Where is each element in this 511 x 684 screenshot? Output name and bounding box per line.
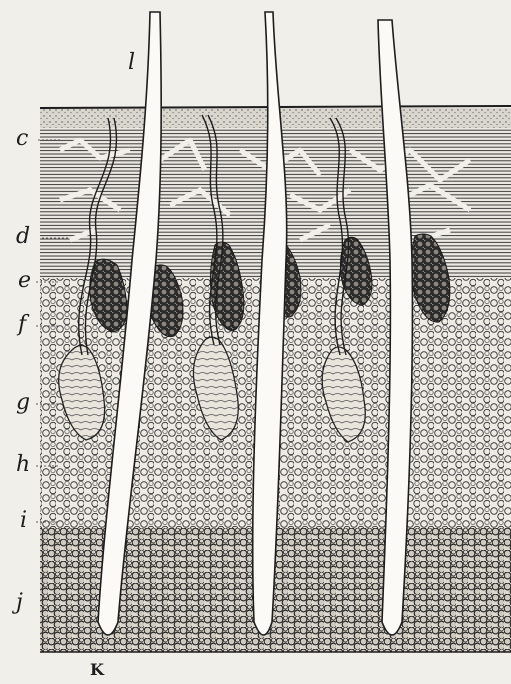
label-g: g bbox=[16, 392, 30, 414]
label-f: f bbox=[18, 314, 26, 336]
label-d: d bbox=[16, 226, 30, 248]
label-c: c bbox=[16, 128, 28, 150]
label-i: i bbox=[20, 510, 27, 532]
label-j: j bbox=[16, 592, 23, 614]
label-e: e bbox=[18, 270, 31, 292]
label-h: h bbox=[16, 454, 30, 476]
label-l: l bbox=[128, 52, 135, 74]
label-k: K bbox=[90, 662, 104, 678]
